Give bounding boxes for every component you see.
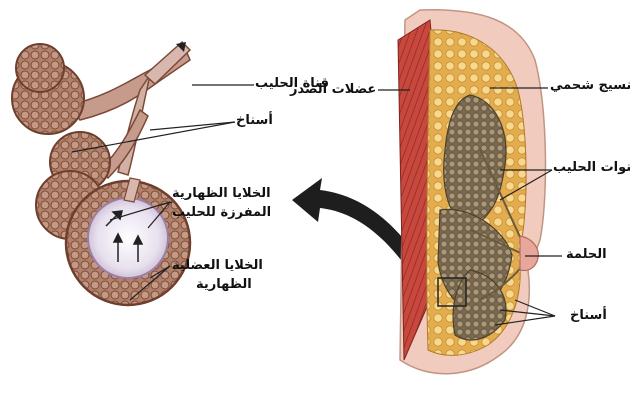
label-secretory-cells-line1: الخلايا الظهارية — [172, 186, 271, 201]
label-myoepithelial-line1: الخلايا العضلية — [172, 258, 263, 273]
label-fatty-tissue: نسيج شحمي — [550, 78, 630, 93]
label-secretory-cells-line2: المفرزة للحليب — [172, 205, 271, 220]
label-chest-muscles: عضلات الصدر — [290, 82, 376, 97]
alveolus-lobe — [16, 44, 64, 92]
label-nipple: الحلمة — [566, 247, 607, 262]
label-alveoli-left: أسناخ — [236, 113, 273, 128]
breast-cross-section — [398, 10, 545, 374]
label-alveoli-right: أسناخ — [570, 308, 607, 323]
alveoli-cluster — [12, 42, 190, 305]
alveolus-lumen — [88, 198, 168, 278]
label-myoepithelial-line2: الظهارية — [196, 277, 252, 292]
label-milk-ducts: قنوات الحليب — [553, 160, 630, 175]
